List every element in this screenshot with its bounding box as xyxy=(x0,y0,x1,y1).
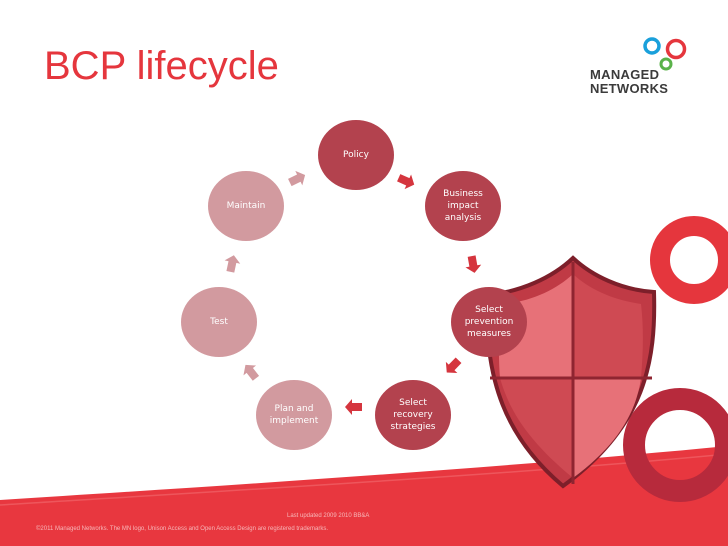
logo-ring-red xyxy=(665,38,687,60)
footer-copyright: ©2011 Managed Networks. The MN logo, Uni… xyxy=(36,526,329,532)
ring-right-upper xyxy=(650,216,728,304)
logo-text-line2: NETWORKS xyxy=(590,81,669,96)
logo-text-line1: MANAGED xyxy=(590,67,660,82)
arrow-recovery-to-plan xyxy=(345,399,362,415)
cycle-node-plan-and-implement: Plan and implement xyxy=(256,380,332,450)
cycle-node-select-recovery-strategies: Select recovery strategies xyxy=(375,380,451,450)
cycle-node-policy: Policy xyxy=(318,120,394,190)
shield-graphic xyxy=(484,255,657,489)
cycle-node-label: Policy xyxy=(343,150,369,160)
cycle-node-label: Test xyxy=(210,317,228,327)
footer-last-updated: Last updated 2009 2010 BB&A xyxy=(287,513,370,519)
logo-ring-blue xyxy=(643,37,661,55)
arrow-bia-to-prevention xyxy=(465,255,482,273)
cycle-node-label: Select recovery strategies xyxy=(390,398,436,432)
managed-networks-logo xyxy=(643,37,687,71)
arrow-maintain-to-policy xyxy=(288,170,306,187)
cycle-node-maintain: Maintain xyxy=(208,171,284,241)
cycle-node-label: Select prevention measures xyxy=(464,305,514,339)
cycle-node-label: Business impact analysis xyxy=(443,189,483,223)
logo-text: MANAGED NETWORKS xyxy=(590,68,668,96)
arrow-prevention-to-recovery xyxy=(445,357,462,373)
ring-right-lower xyxy=(623,388,728,502)
cycle-node-label: Plan and implement xyxy=(269,404,319,426)
arrow-test-to-maintain xyxy=(224,255,241,273)
arrow-policy-to-bia xyxy=(397,174,415,190)
logo-ring-green xyxy=(659,57,673,71)
arrow-plan-to-test xyxy=(243,364,260,381)
cycle-node-select-prevention-measures: Select prevention measures xyxy=(451,287,527,357)
slide-title: BCP lifecycle xyxy=(44,44,279,88)
cycle-node-test: Test xyxy=(181,287,257,357)
cycle-node-label: Maintain xyxy=(226,201,266,211)
cycle-node-business-impact-analysis: Business impact analysis xyxy=(425,171,501,241)
